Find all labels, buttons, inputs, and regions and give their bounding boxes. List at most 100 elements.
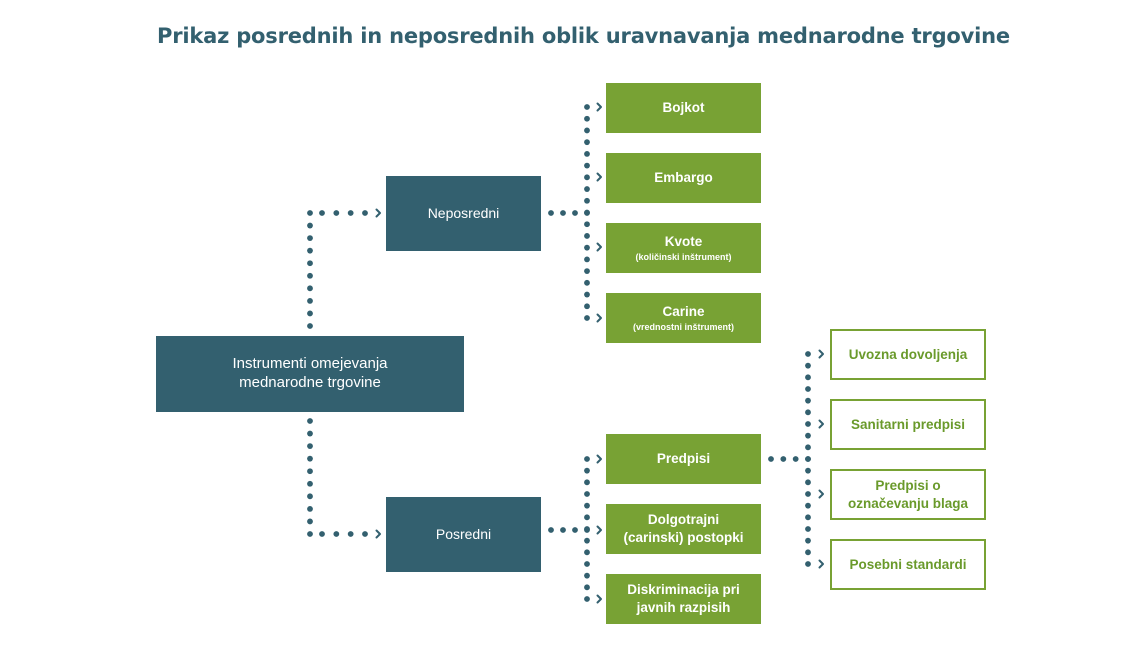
connector-dot xyxy=(307,480,313,487)
connector-dot xyxy=(805,514,811,521)
regulation-item-standards: Posebni standardi xyxy=(830,539,986,590)
connector-dot xyxy=(584,115,590,122)
connector-arrowhead xyxy=(596,313,602,323)
connector-dot xyxy=(584,162,590,169)
connector-dot xyxy=(584,256,590,263)
connector-dot xyxy=(805,351,811,357)
connector-dot xyxy=(347,531,354,537)
connector-dot xyxy=(307,272,313,279)
connector-dot xyxy=(560,210,566,216)
connector-dot xyxy=(584,174,590,181)
connector-dot xyxy=(572,210,578,216)
indirect-label: Posredni xyxy=(435,526,492,543)
connector-dot xyxy=(584,467,590,474)
regulation-item-line2: označevanju blaga xyxy=(847,495,969,511)
connector-arrowhead xyxy=(596,172,602,182)
direct-item-boycott: Bojkot xyxy=(606,83,761,133)
connector-dot xyxy=(805,374,811,381)
connector-dot xyxy=(584,456,590,462)
connector-dot xyxy=(584,303,590,310)
regulation-item-sanitary: Sanitarni predpisi xyxy=(830,399,986,450)
direct-item-label: Embargo xyxy=(654,170,713,186)
direct-item-label: Kvote xyxy=(664,234,703,250)
direct-item-note: (količinski inštrument) xyxy=(635,251,732,262)
connector-arrowhead xyxy=(818,559,824,569)
connector-dot xyxy=(307,222,313,229)
connector-dot xyxy=(307,323,313,329)
connector-dot xyxy=(805,456,811,462)
indirect-item-line1: Diskriminacija pri xyxy=(627,582,740,598)
connector-dot xyxy=(805,526,811,532)
connector-dot xyxy=(584,491,590,497)
connector-dot xyxy=(805,537,811,544)
connector-dot xyxy=(362,210,368,216)
connector-arrowhead xyxy=(818,489,824,499)
connector-dot xyxy=(307,247,313,254)
connector-dot xyxy=(548,527,554,533)
connector-dot xyxy=(780,456,787,462)
connector-dot xyxy=(805,409,811,416)
connector-dot xyxy=(584,514,590,521)
root-label-line1: Instrumenti omejevanja xyxy=(232,355,388,373)
connector-dot xyxy=(584,561,590,567)
connector-dot xyxy=(307,518,313,525)
connector-dot xyxy=(584,279,590,286)
connector-dot xyxy=(584,139,590,146)
direct-item-label: Carine xyxy=(662,304,705,320)
regulation-item-line1: Predpisi o xyxy=(875,477,941,493)
indirect-item-tenders: Diskriminacija pri javnih razpisih xyxy=(606,574,761,624)
connector-dot xyxy=(307,210,313,216)
indirect-item-regulations: Predpisi xyxy=(606,434,761,484)
connector-arrowhead xyxy=(818,349,824,359)
connector-dot xyxy=(584,244,590,251)
connector-dot xyxy=(805,444,811,451)
connector-dot xyxy=(333,531,340,537)
connector-dot xyxy=(805,362,811,369)
connector-dot xyxy=(307,297,313,304)
connector-dot xyxy=(362,531,368,537)
connector-dot xyxy=(768,456,774,462)
connector-dot xyxy=(584,596,590,602)
connector-dot xyxy=(584,584,590,591)
connector-arrowhead xyxy=(818,419,824,429)
connector-dot xyxy=(584,502,590,509)
direct-item-quotas: Kvote (količinski inštrument) xyxy=(606,223,761,273)
connector-dot xyxy=(307,455,313,462)
direct-box: Neposredni xyxy=(386,176,541,251)
connector-dot xyxy=(307,418,313,424)
regulation-item-line1: Sanitarni predpisi xyxy=(850,416,966,432)
connector-dot xyxy=(307,505,313,512)
indirect-item-procedures: Dolgotrajni (carinski) postopki xyxy=(606,504,761,554)
indirect-item-line1: Dolgotrajni xyxy=(647,512,720,528)
regulation-item-labelling: Predpisi o označevanju blaga xyxy=(830,469,986,520)
connector-dot xyxy=(333,210,340,216)
indirect-item-line2: (carinski) postopki xyxy=(623,530,744,545)
connector-arrowhead xyxy=(596,594,602,604)
regulation-item-line1: Uvozna dovoljenja xyxy=(848,346,968,362)
connector-dot xyxy=(805,549,811,556)
connector-arrowhead xyxy=(375,529,381,539)
connector-dot xyxy=(307,260,313,267)
connector-dot xyxy=(307,443,313,450)
connector-dot xyxy=(307,468,313,475)
connector-dot xyxy=(584,104,590,110)
connector-dot xyxy=(584,537,590,544)
root-box: Instrumenti omejevanja mednarodne trgovi… xyxy=(156,336,464,412)
connector-dot xyxy=(584,221,590,228)
connector-dot xyxy=(584,572,590,579)
connector-dot xyxy=(584,150,590,157)
connector-dot xyxy=(307,531,313,537)
connector-dot xyxy=(307,493,313,500)
connector-arrowhead xyxy=(596,454,602,464)
connector-dot xyxy=(319,210,325,216)
connector-dot xyxy=(584,291,590,298)
connector-dot xyxy=(584,549,590,556)
connector-dot xyxy=(560,527,566,533)
connector-dot xyxy=(805,432,811,439)
connector-dot xyxy=(805,479,811,486)
connector-dot xyxy=(805,421,811,427)
connector-dot xyxy=(805,491,811,497)
connector-dot xyxy=(805,386,811,392)
connector-arrowhead xyxy=(596,102,602,112)
connector-dot xyxy=(584,233,590,239)
